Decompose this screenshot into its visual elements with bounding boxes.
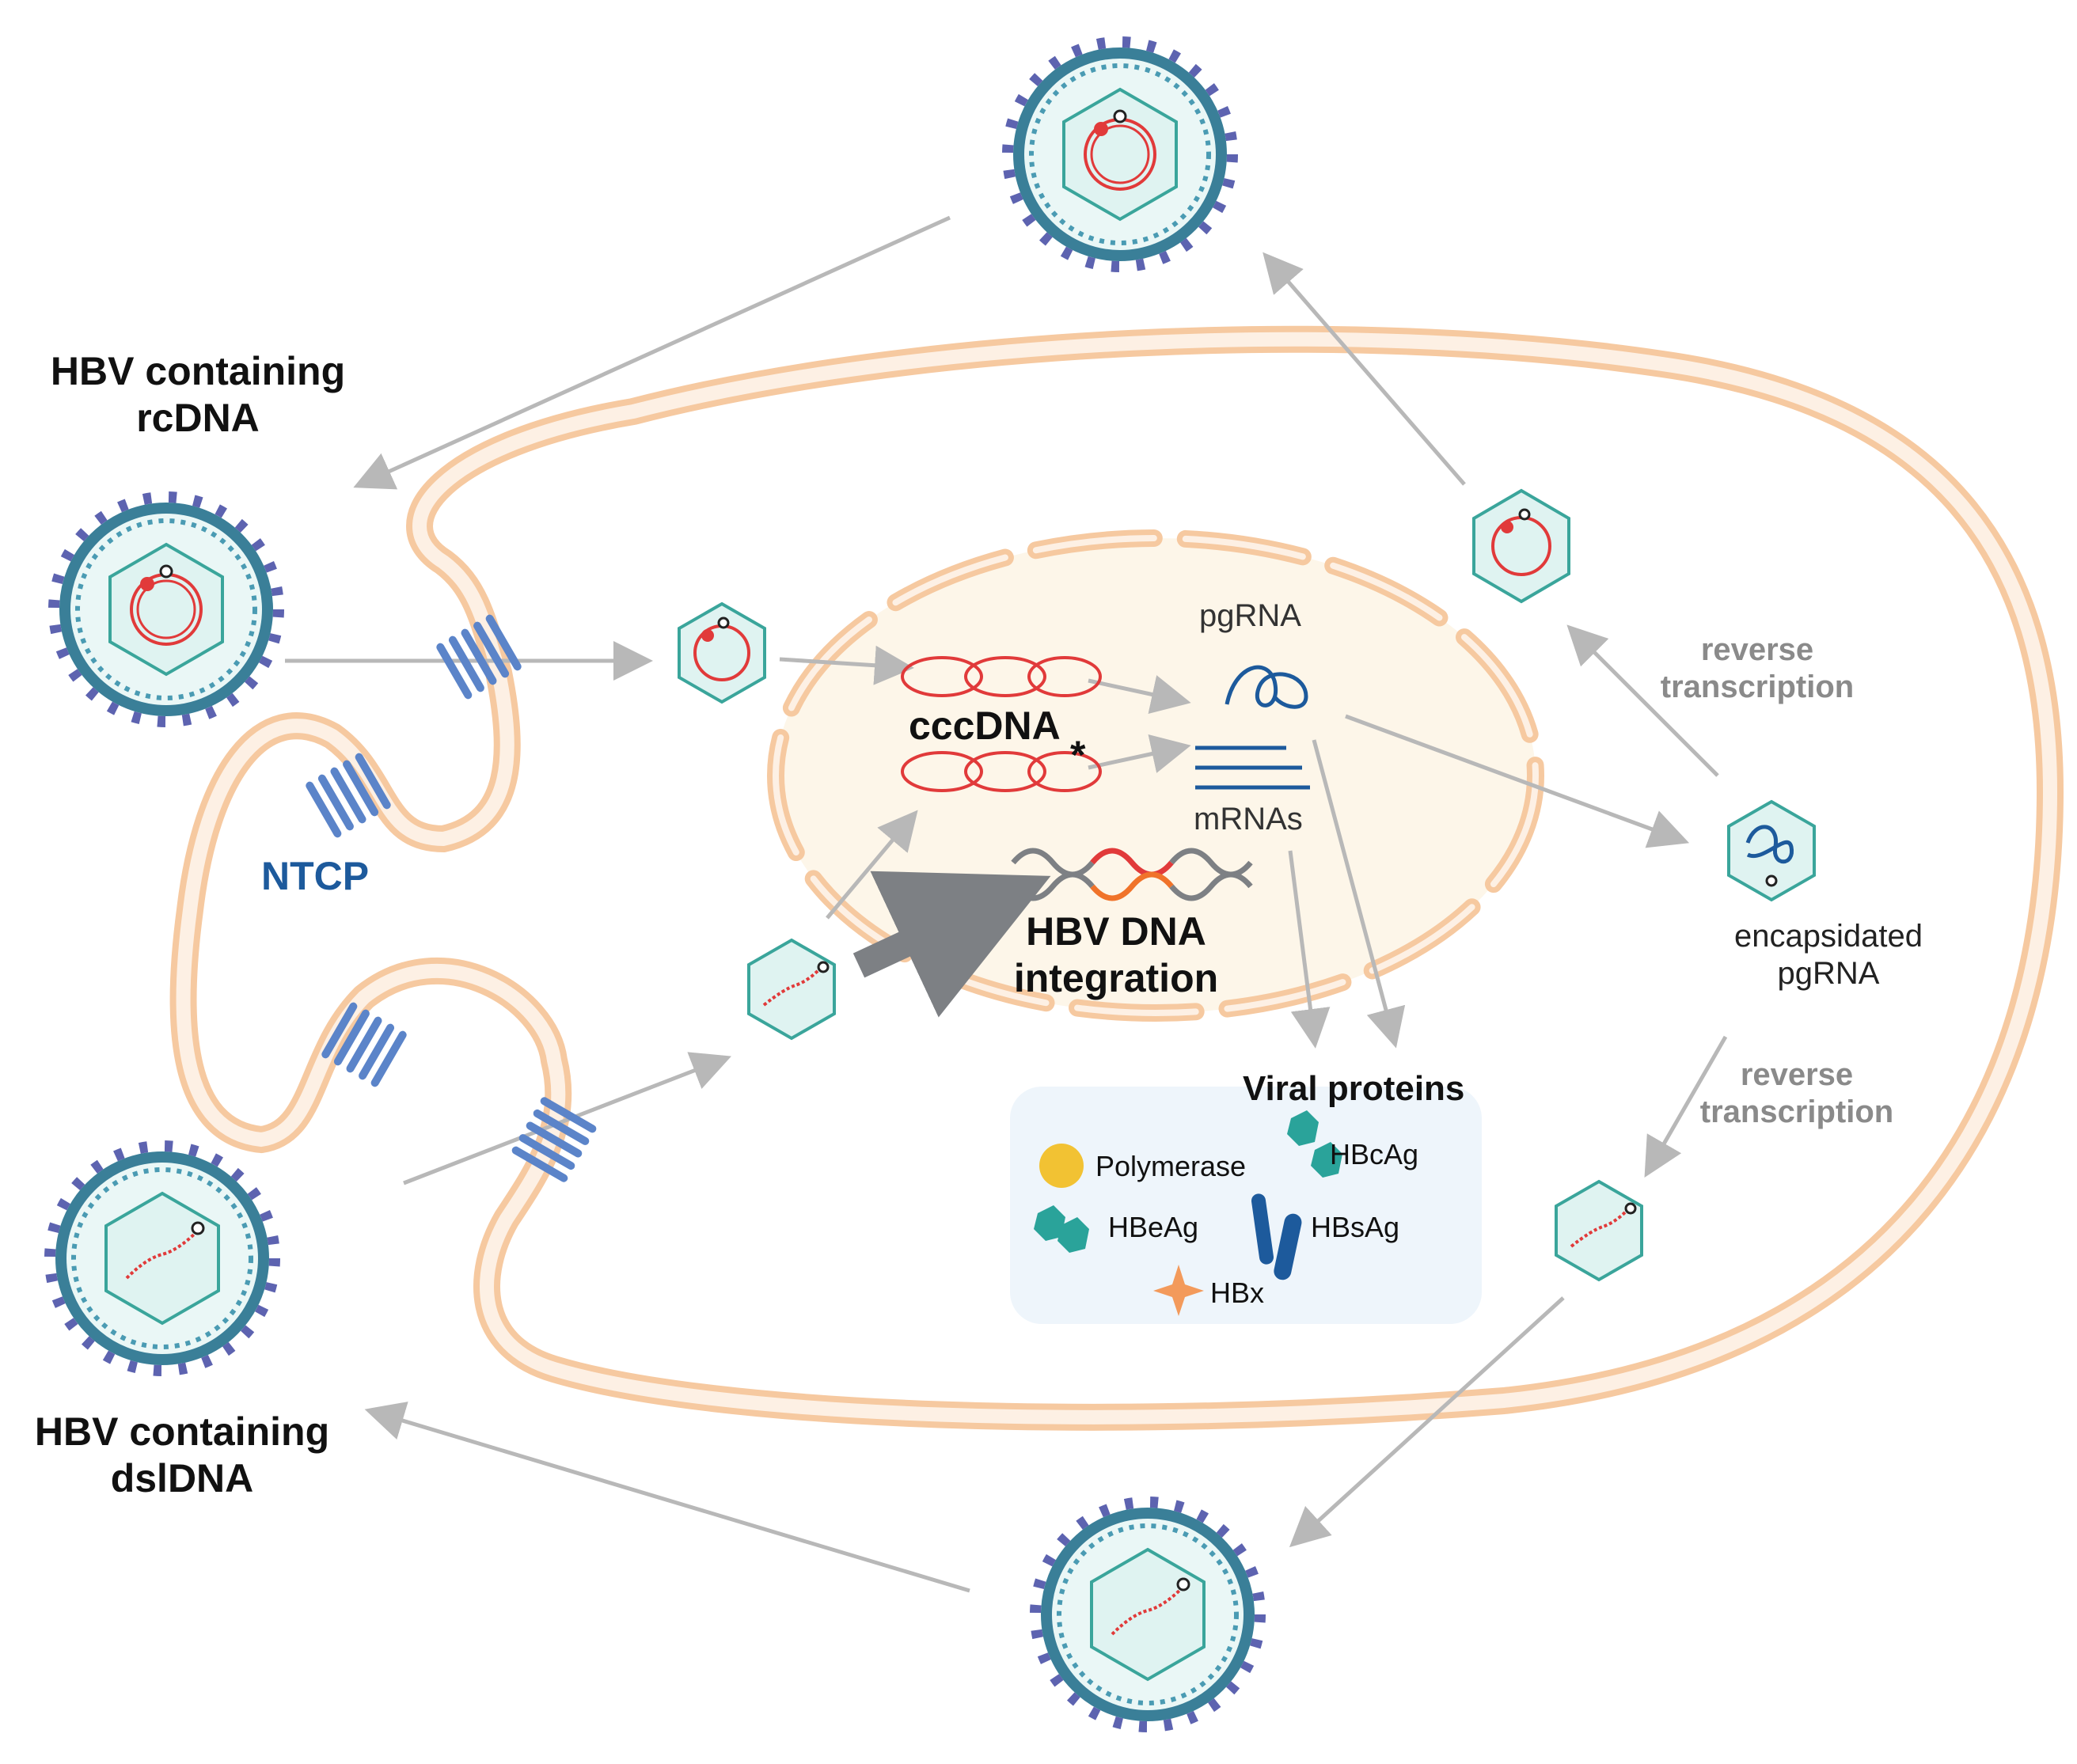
arrow-mrna-to-proteins-2 [1312, 739, 1406, 1049]
cell-membrane [169, 325, 2064, 1431]
label-encapsidated-pgrna: encapsidated pgRNA [1694, 918, 1963, 992]
legend-hbcag: HBcAg [1330, 1138, 1419, 1170]
arrow-dsl-to-cccdna [826, 810, 918, 920]
capsid-rcdna-right [1472, 488, 1570, 604]
label-hbv-rcdna: HBV containing rcDNA [32, 348, 364, 442]
cccdna-icon [901, 656, 1102, 792]
integration-arrow [852, 871, 1051, 1018]
polymerase-icon [1039, 1144, 1084, 1188]
capsid-dsldna-right [1555, 1179, 1643, 1282]
label-encapsidated-line2: pgRNA [1777, 956, 1880, 992]
mrna-icon [1195, 745, 1310, 790]
pgrna-icon [1225, 665, 1308, 709]
label-rt1-line1: reverse [1700, 632, 1814, 667]
flow-arrows [285, 215, 1728, 1593]
label-pgrna: pgRNA [1199, 598, 1301, 633]
arrow-dsl-entry [403, 1052, 731, 1185]
label-hbv-dsldna: HBV containing dslDNA [16, 1409, 348, 1502]
hbsag-icon [1251, 1193, 1302, 1280]
hbcag-icon [1287, 1110, 1342, 1178]
arrow-pgrna-to-encapsidated [1345, 714, 1690, 848]
hbx-icon [1153, 1265, 1204, 1316]
label-reverse-transcription-upper: reverse transcription [1631, 632, 1884, 706]
label-hbv-rcdna-line2: rcDNA [136, 396, 260, 440]
arrow-rc-capsid-to-top-virion [1263, 252, 1466, 486]
arrow-bottom-virion-to-left [364, 1402, 970, 1593]
arrow-capsid-to-cccdna [779, 645, 914, 685]
virion-dsldna-left [44, 1140, 280, 1376]
capsid-rcdna-entry [678, 601, 766, 704]
label-mrnas: mRNAs [1194, 802, 1303, 836]
label-integration-line2: integration [1013, 956, 1219, 1000]
label-viral-proteins: Viral proteins [1243, 1069, 1465, 1108]
label-asterisk: * [1070, 733, 1086, 777]
label-encapsidated-line1: encapsidated [1734, 919, 1923, 954]
arrow-mrna-to-proteins-1 [1288, 850, 1331, 1049]
arrow-cccdna-to-pgrna [1088, 675, 1191, 714]
viral-proteins-legend: Polymerase HBcAg HBeAg HBsAg HBx [1010, 1087, 1482, 1324]
label-cccdna: cccDNA [909, 704, 1061, 748]
legend-hbx: HBx [1210, 1277, 1265, 1309]
ntcp-receptor-3 [321, 1002, 407, 1087]
label-reverse-transcription-lower: reverse transcription [1670, 1057, 1923, 1131]
virion-dsldna-bottom [1030, 1497, 1266, 1732]
label-ntcp: NTCP [261, 854, 370, 898]
label-rt2-line1: reverse [1740, 1057, 1854, 1092]
legend-icons [1034, 1110, 1342, 1316]
hbeag-icon [1034, 1205, 1089, 1253]
label-integration: HBV DNA integration [982, 909, 1251, 1002]
ntcp-receptor-4 [511, 1097, 597, 1182]
label-hbv-dsldna-line2: dslDNA [110, 1456, 254, 1500]
label-rt2-line2: transcription [1699, 1094, 1894, 1130]
label-hbv-dsldna-line1: HBV containing [34, 1409, 330, 1454]
ntcp-receptor-1 [436, 614, 522, 700]
capsid-encapsidated-pgrna [1727, 799, 1816, 902]
arrow-encapsidated-to-rc-capsid [1566, 624, 1719, 777]
label-hbv-rcdna-line1: HBV containing [50, 349, 346, 393]
integrated-dna-helix-icon [1011, 848, 1253, 901]
arrow-encapsidated-to-dsl-capsid [1644, 1035, 1728, 1178]
virion-rcdna-left [48, 491, 284, 727]
arrow-top-virion-to-left [353, 215, 951, 490]
ntcp-receptor-2 [306, 753, 391, 838]
legend-hbeag: HBeAg [1108, 1211, 1199, 1243]
label-integration-line1: HBV DNA [1026, 909, 1206, 954]
capsid-dsldna-integration [747, 938, 836, 1041]
arrow-dsl-capsid-to-bottom-virion [1289, 1296, 1565, 1548]
arrow-cccdna-to-mrna [1088, 734, 1191, 773]
virion-rcdna-top [1002, 36, 1238, 272]
legend-polymerase: Polymerase [1095, 1150, 1247, 1182]
label-rt1-line2: transcription [1660, 670, 1855, 705]
legend-hbsag: HBsAg [1311, 1211, 1400, 1243]
